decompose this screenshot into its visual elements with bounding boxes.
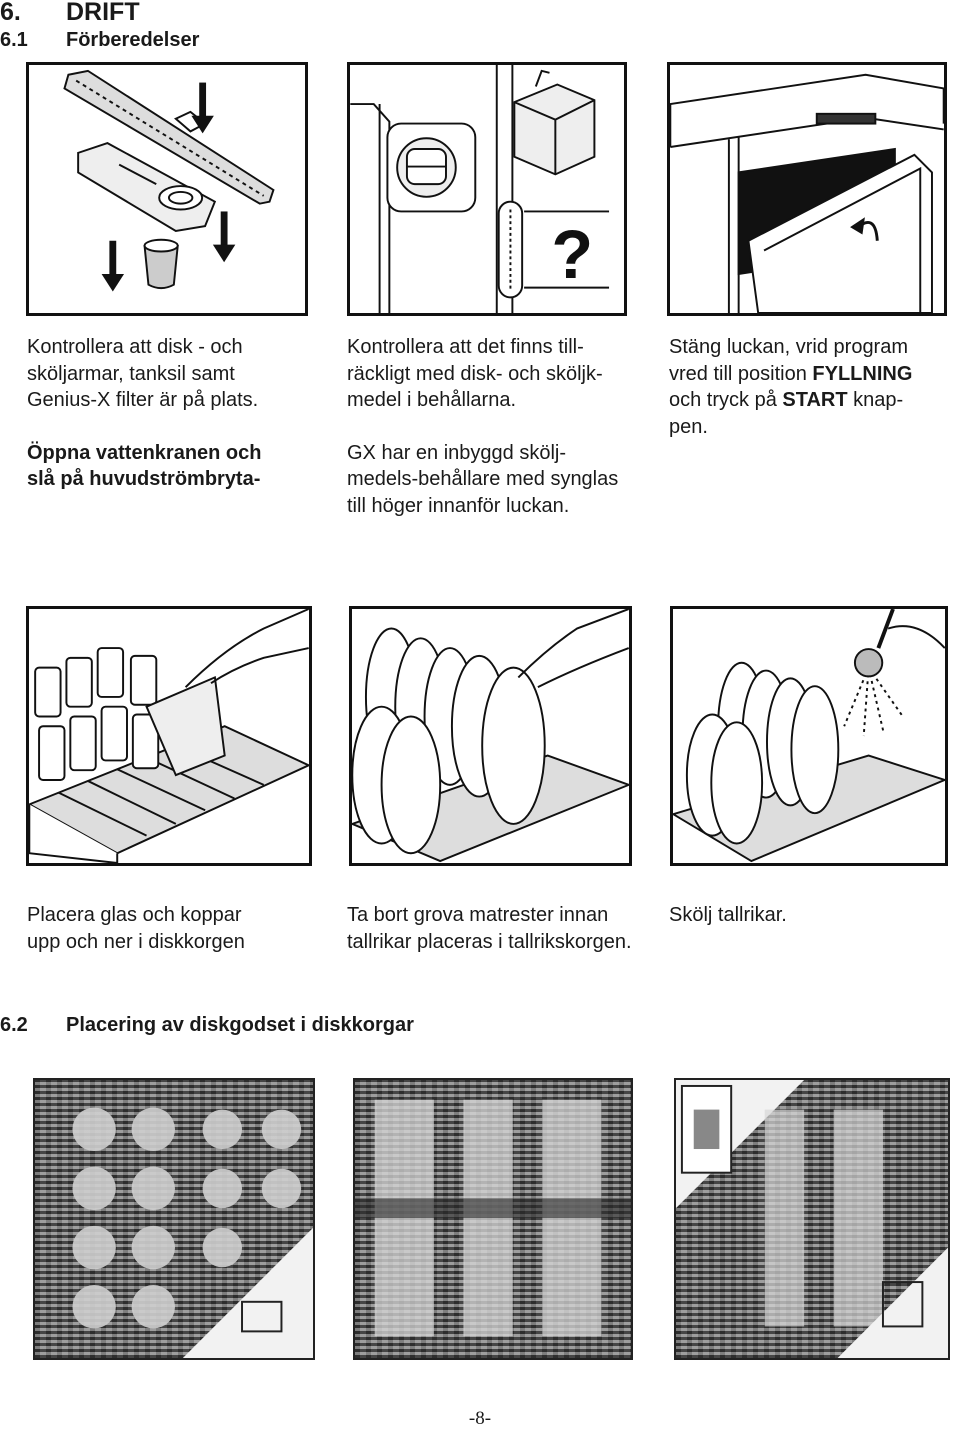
caption-line: Stäng luckan, vrid program [669, 336, 909, 358]
caption-line: pen. [669, 415, 708, 438]
photo-rack-cups [33, 1078, 315, 1360]
figure-glass-rack [26, 606, 312, 866]
caption-line: Öppna vattenkranen och [27, 441, 262, 464]
section-number: 6. [0, 0, 21, 26]
subsection-number: 6.1 [0, 29, 28, 51]
caption-check-arms: Kontrollera att disk - och sköljarmar, t… [27, 334, 262, 493]
program-position-fyllning: FYLLNING [812, 362, 913, 385]
rack-plates-photo-2 [676, 1080, 948, 1358]
caption-line: tallrikar placeras i tallrikskorgen. [347, 930, 632, 953]
caption-line: upp och ner i diskkorgen [27, 930, 245, 953]
caption-rinse-plates: Skölj tallrikar. [669, 902, 787, 929]
photo-rack-plates-1 [353, 1078, 633, 1360]
subsection-heading-6-2: 6.2 Placering av diskgodset i diskkorgar [0, 1014, 414, 1037]
dishwasher-door-illustration [670, 73, 944, 313]
caption-text: vred till position [669, 362, 813, 385]
figure-rinse-plates [670, 606, 948, 866]
page-number: -8- [468, 1408, 492, 1429]
caption-close-door: Stäng luckan, vrid program vred till pos… [669, 334, 912, 440]
photo-rack-plates-2 [674, 1078, 950, 1360]
caption-place-glasses: Placera glas och koppar upp och ner i di… [27, 902, 245, 955]
subsection-number: 6.2 [0, 1014, 28, 1036]
rack-cups-photo [72, 1107, 313, 1358]
caption-line: medels-behållare med synglas [347, 468, 619, 490]
caption-text: och tryck på [669, 389, 783, 411]
rinse-plates-illustration [673, 609, 945, 863]
question-mark: ? [551, 217, 593, 293]
section-heading: 6. DRIFT [0, 0, 140, 27]
section-title: DRIFT [66, 0, 140, 26]
caption-line: Skölj tallrikar. [669, 904, 787, 926]
caption-line: medel i behållarna. [347, 389, 516, 411]
caption-line: Kontrollera att disk - och [27, 336, 243, 358]
detergent-container-illustration: ? [350, 65, 610, 313]
caption-check-detergent: Kontrollera att det finns till- räckligt… [347, 334, 618, 519]
caption-line: räckligt med disk- och sköljk- [347, 362, 603, 385]
caption-line: Genius-X filter är på plats. [27, 389, 259, 411]
wash-arms-illustration [63, 69, 275, 292]
figure-dishwasher-door [667, 62, 947, 316]
caption-line: Ta bort grova matrester innan [347, 904, 609, 926]
subsection-title: Förberedelser [66, 29, 200, 51]
plate-rack-illustration [352, 609, 629, 863]
subsection-title: Placering av diskgodset i diskkorgar [66, 1014, 414, 1036]
figure-wash-arms [26, 62, 308, 316]
caption-remove-food: Ta bort grova matrester innan tallrikar … [347, 902, 632, 955]
subsection-heading-6-1: 6.1 Förberedelser [0, 29, 199, 52]
caption-line: Kontrollera att det finns till- [347, 336, 584, 358]
caption-text: knap- [847, 389, 904, 411]
figure-detergent-container: ? [347, 62, 627, 316]
rack-plates-photo-1 [355, 1099, 631, 1337]
caption-line: GX har en inbyggd skölj- [347, 441, 567, 464]
caption-line: och tryck på START knap- [669, 387, 912, 414]
caption-line: sköljarmar, tanksil samt [27, 362, 235, 385]
figure-plate-rack [349, 606, 632, 866]
caption-line: Placera glas och koppar [27, 904, 242, 926]
glass-rack-illustration [29, 609, 309, 863]
caption-line: till höger innanför luckan. [347, 494, 570, 517]
caption-line: vred till position FYLLNING [669, 361, 912, 388]
start-button-label: START [782, 389, 848, 411]
caption-line: slå på huvudströmbryta- [27, 468, 261, 490]
